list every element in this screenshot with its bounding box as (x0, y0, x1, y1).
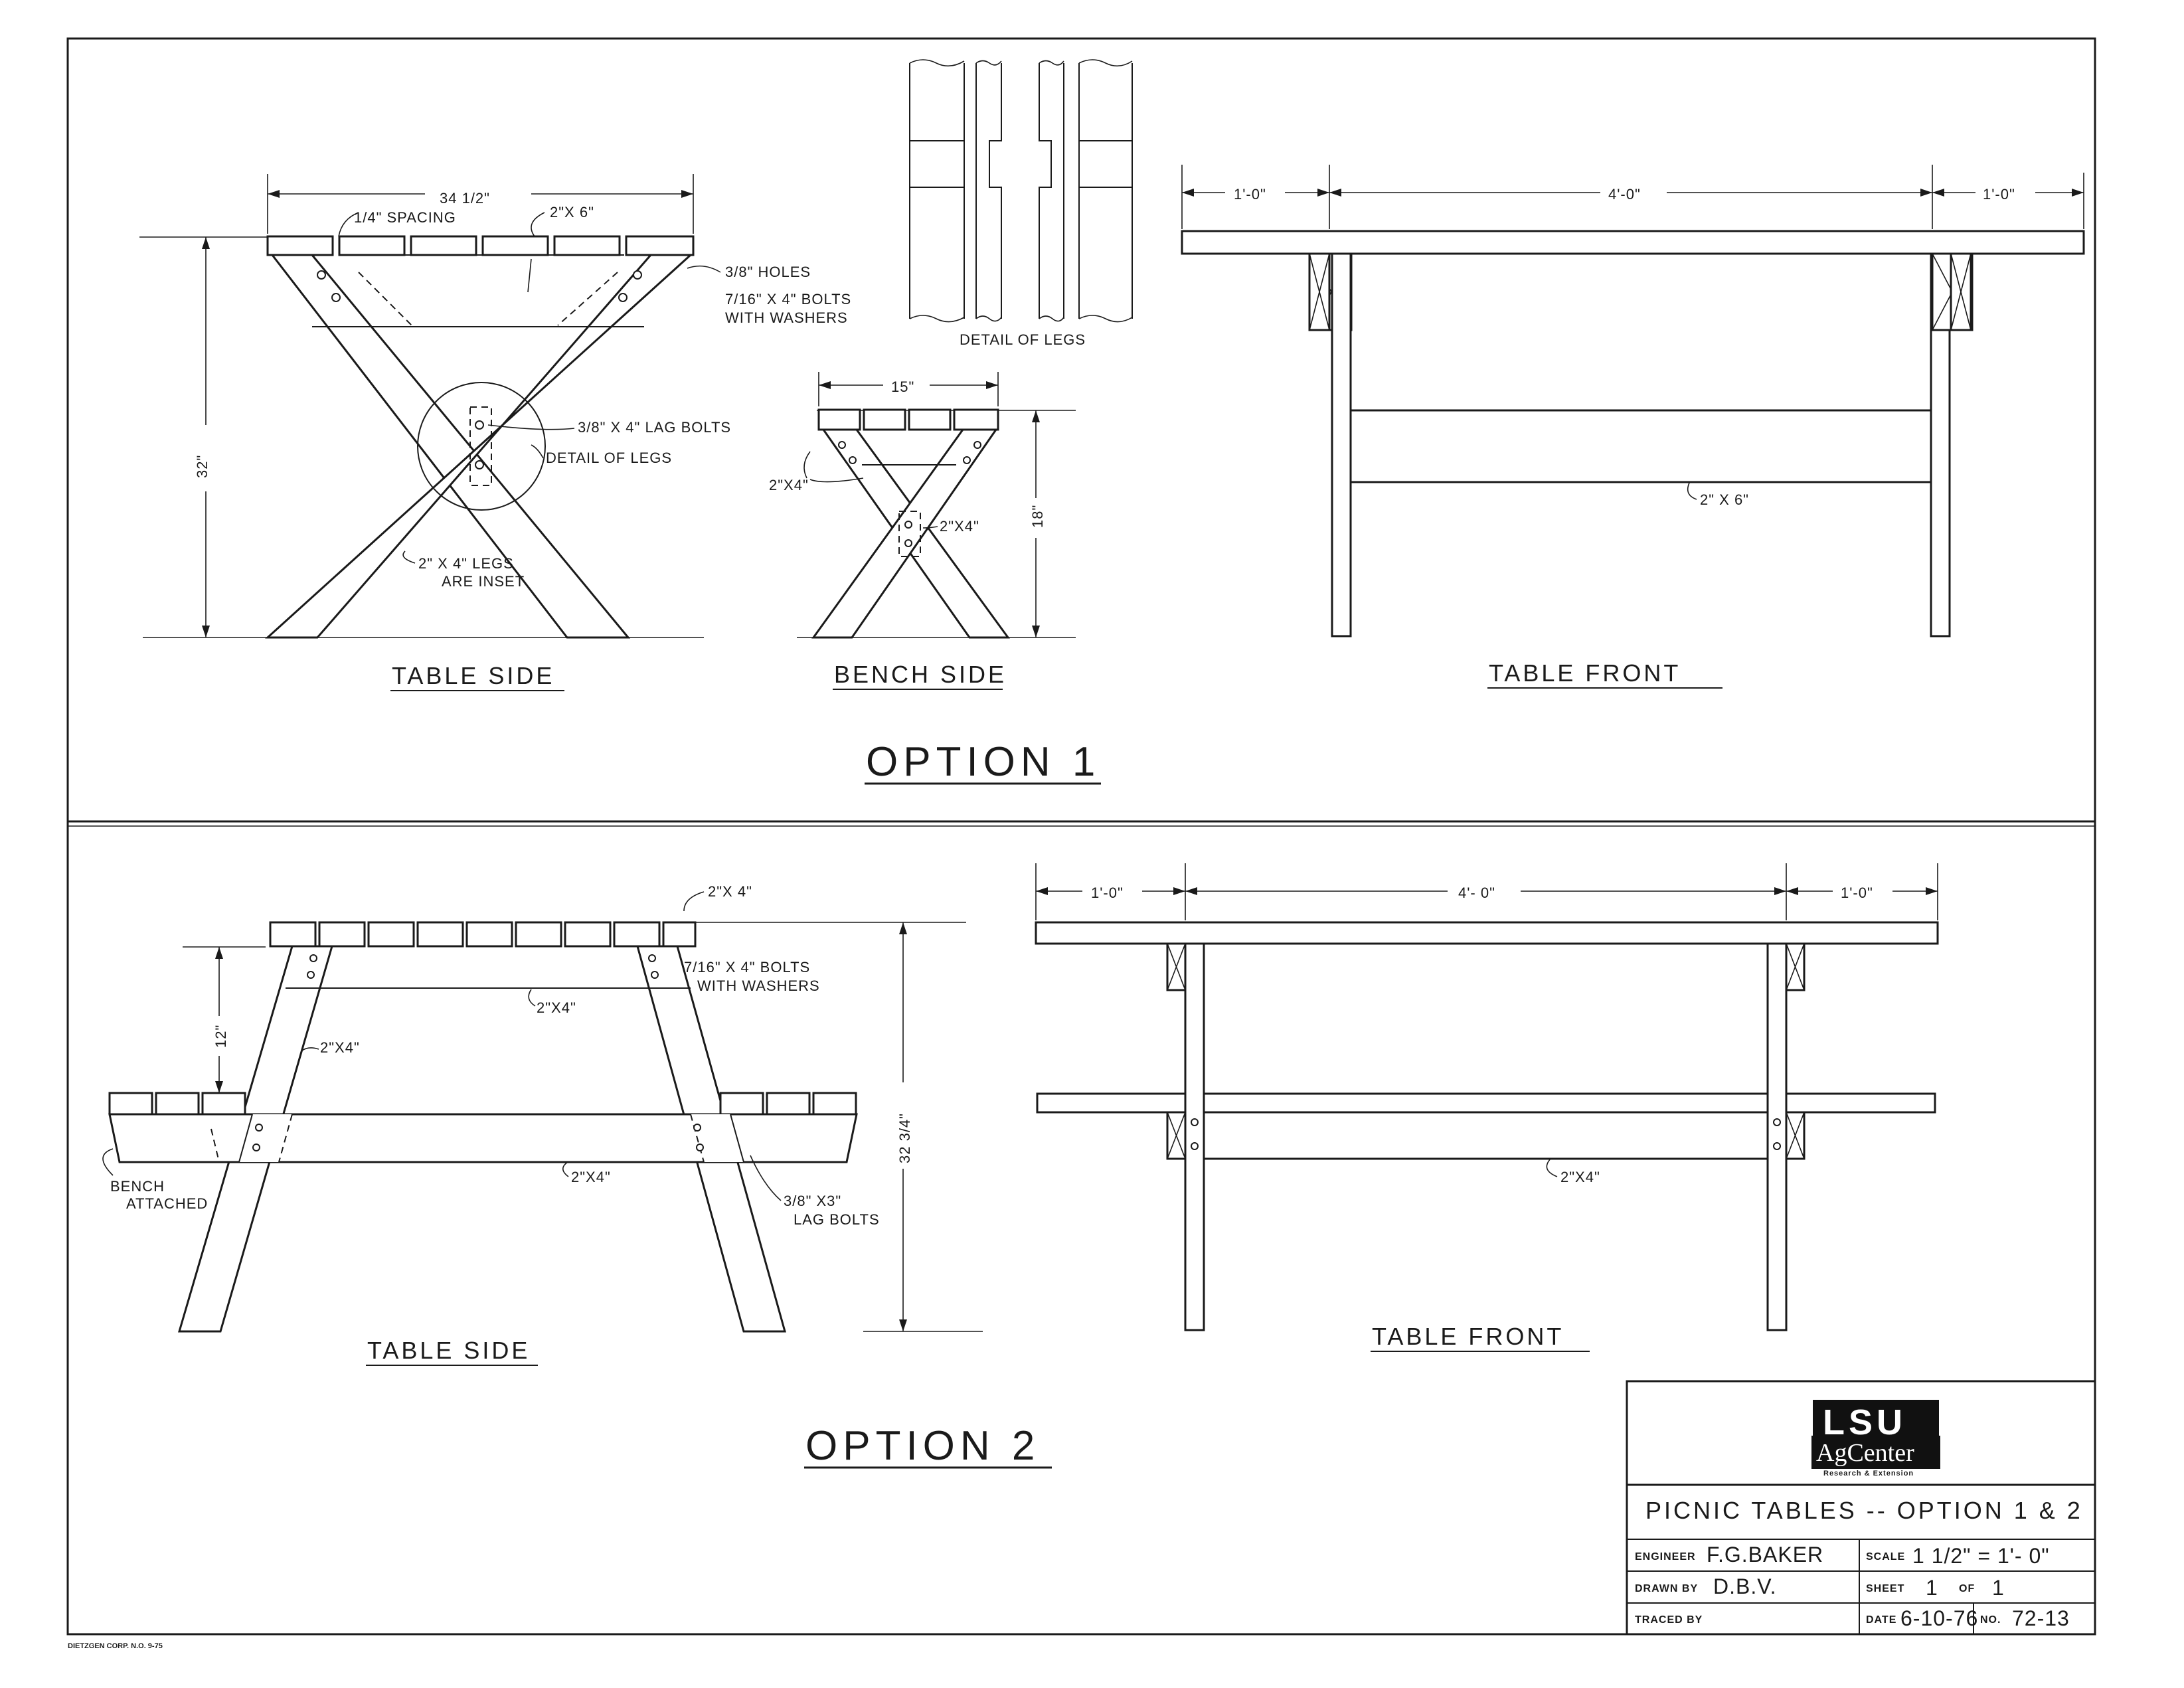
option1-heading: OPTION 1 (866, 739, 1100, 785)
date-label: DATE (1866, 1614, 1896, 1626)
option1-bench-side-title: BENCH SIDE (834, 661, 1007, 688)
option2-seat-dim: 12" (212, 1025, 229, 1048)
note-option2-rail: 2"X4" (571, 1169, 611, 1185)
sheet-of-value: 1 (1992, 1576, 2005, 1600)
footer-stamp: DIETZGEN CORP. N.O. 9-75 (68, 1642, 163, 1650)
sheet-label: SHEET (1866, 1583, 1904, 1594)
of-label: OF (1959, 1583, 1975, 1594)
note-bench-2x4-b: 2"X4" (940, 518, 979, 535)
scale-value: 1 1/2" = 1'- 0" (1912, 1544, 2050, 1568)
lsu-agcenter-logo: LSU AgCenter Research & Extension (1811, 1400, 1940, 1477)
engineer-label: ENGINEER (1635, 1551, 1696, 1562)
option1-table-width-dim: 34 1/2" (440, 190, 490, 207)
option2-front-note-rail: 2"X4" (1560, 1169, 1600, 1185)
sheet-border (66, 37, 2096, 1636)
option2-table-side-view: 12" 32 3/4" 2"X 4" 7/16" X 4" BOLTS WITH… (102, 883, 983, 1366)
option2-front-dim-mid: 4'- 0" (1458, 885, 1495, 901)
note-option2-lag-1: 3/8" X3" (784, 1193, 841, 1209)
option1-table-side-title: TABLE SIDE (392, 662, 554, 689)
svg-text:AgCenter: AgCenter (1816, 1439, 1914, 1467)
option2-height-dim: 32 3/4" (896, 1113, 913, 1163)
option1-table-side-view: 34 1/2" 32" 1/4" SPACING 2"X 6" 3/8" HOL… (139, 174, 851, 691)
option1-table-front-view: 1'-0" 4'-0" 1'-0" 2" X 6" TABLE FRONT (1181, 165, 2085, 689)
engineer-value: F.G.BAKER (1707, 1543, 1823, 1566)
note-bolts-line2: WITH WASHERS (725, 309, 848, 326)
option1-front-dim-left: 1'-0" (1234, 186, 1266, 203)
drawing-no-value: 72-13 (2012, 1606, 2070, 1630)
no-label: NO. (1980, 1614, 2001, 1626)
note-legs-inset-1: 2" X 4" LEGS (418, 555, 514, 572)
option1-bench-width-dim: 15" (891, 379, 914, 395)
option1-table-height-dim: 32" (194, 455, 210, 478)
note-bolts-line1: 7/16" X 4" BOLTS (725, 291, 851, 307)
option1-bench-side-view: 15" 18" 2"X4" 2"X4" BENCH SIDE (769, 372, 1076, 690)
option1-bench-height-dim: 18" (1029, 505, 1046, 528)
note-option2-top-2x4: 2"X 4" (708, 883, 752, 900)
note-option2-bolts-2: WITH WASHERS (697, 977, 820, 994)
scale-label: SCALE (1866, 1551, 1905, 1562)
option1-table-front-title: TABLE FRONT (1489, 659, 1681, 687)
traced-by-label: TRACED BY (1635, 1614, 1703, 1626)
title-block: LSU AgCenter Research & Extension PICNIC… (1626, 1380, 2096, 1636)
drawing-title: PICNIC TABLES -- OPTION 1 & 2 (1645, 1497, 2083, 1524)
option1-detail-of-legs: DETAIL OF LEGS (909, 59, 1133, 348)
note-option2-brace: 2"X4" (537, 999, 576, 1016)
note-option2-bench-1: BENCH (110, 1178, 165, 1195)
detail-of-legs-title: DETAIL OF LEGS (960, 331, 1086, 348)
option1-front-dim-right: 1'-0" (1983, 186, 2015, 203)
note-2x6-top: 2"X 6" (550, 204, 594, 220)
note-option2-leg: 2"X4" (320, 1039, 360, 1056)
option2-front-dim-right: 1'-0" (1841, 885, 1873, 901)
note-holes: 3/8" HOLES (725, 264, 811, 280)
note-option2-lag-2: LAG BOLTS (794, 1211, 880, 1228)
option2-table-front-view: 1'-0" 4'- 0" 1'-0" 2"X4" TABLE FRONT (1035, 863, 1939, 1352)
option2-table-front-title: TABLE FRONT (1372, 1323, 1564, 1350)
note-lag-bolts: 3/8" X 4" LAG BOLTS (578, 419, 731, 436)
note-spacing: 1/4" SPACING (354, 209, 456, 226)
note-option2-bench-2: ATTACHED (126, 1195, 208, 1212)
note-detail-of-legs: DETAIL OF LEGS (546, 450, 672, 466)
option2-front-dim-left: 1'-0" (1091, 885, 1124, 901)
option2-heading: OPTION 2 (805, 1423, 1040, 1469)
sheet-value: 1 (1926, 1576, 1938, 1600)
date-value: 6-10-76 (1900, 1606, 1978, 1630)
note-bench-2x4-a: 2"X4" (769, 477, 809, 493)
note-option2-bolts-1: 7/16" X 4" BOLTS (684, 959, 810, 975)
drawn-by-label: DRAWN BY (1635, 1583, 1698, 1594)
option2-table-side-title: TABLE SIDE (367, 1337, 530, 1364)
option1-front-note-2x6: 2" X 6" (1700, 491, 1749, 508)
option1-front-dim-mid: 4'-0" (1608, 186, 1641, 203)
svg-text:Research & Extension: Research & Extension (1823, 1470, 1914, 1477)
drawn-by-value: D.B.V. (1713, 1574, 1777, 1598)
note-legs-inset-2: ARE INSET (442, 573, 525, 590)
